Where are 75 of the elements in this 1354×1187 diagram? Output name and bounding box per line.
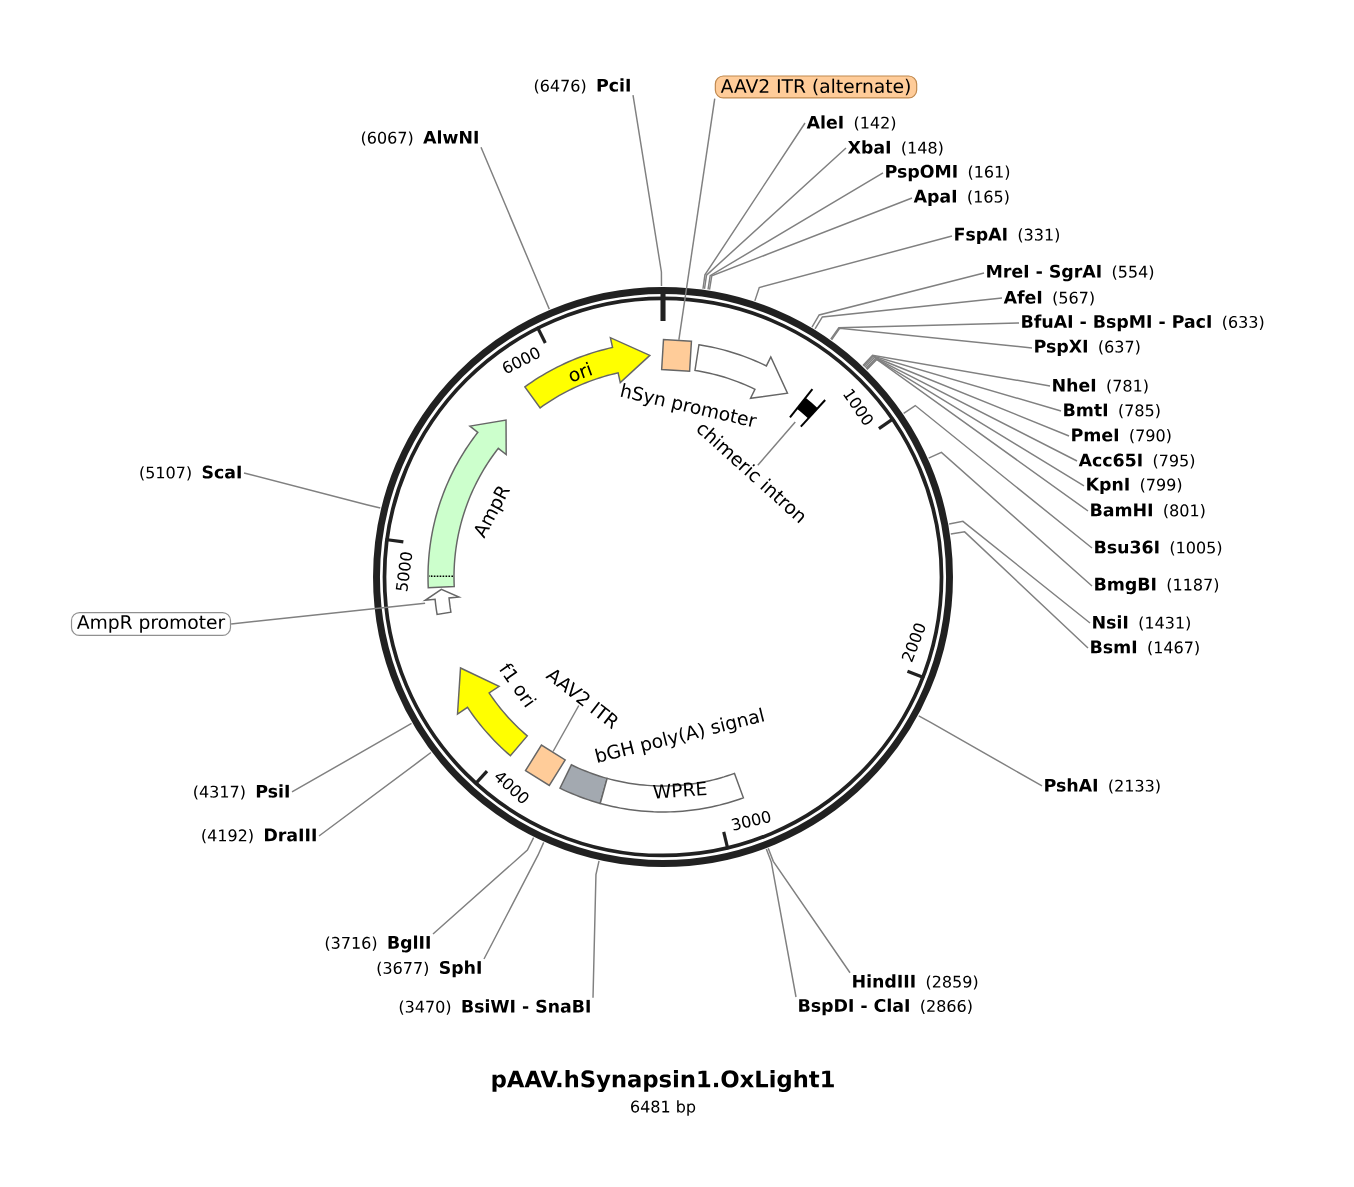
leader-line: [707, 172, 884, 291]
leader-line: [757, 421, 796, 467]
leader-line: [864, 356, 1070, 437]
site-label: PspOMI (161): [886, 164, 1010, 182]
leader-line: [865, 358, 1085, 487]
leader-line: [703, 147, 847, 290]
feature-box: [660, 338, 693, 372]
leader-line: [927, 451, 1093, 587]
site-label: (3677) SphI: [377, 960, 481, 978]
leader-line: [243, 472, 382, 509]
site-label: (3716) BglII: [325, 935, 430, 953]
site-label: (4192) DraIII: [202, 828, 316, 844]
leader-line: [767, 847, 851, 974]
leader-line: [291, 722, 413, 793]
site-label: BmtI (785): [1064, 403, 1160, 419]
site-label: HindIII (2859): [853, 974, 978, 990]
leader-line: [948, 520, 1091, 624]
leader-line: [708, 197, 913, 291]
site-label: Acc65I (795): [1078, 453, 1195, 469]
leader-line: [814, 297, 1003, 330]
leader-line: [830, 327, 1033, 349]
tick-label: 2000: [901, 623, 926, 663]
site-label: PmeI (790): [1072, 428, 1171, 444]
site-label: XbaI (148): [847, 140, 943, 156]
site-label: BmgBI (1187): [1095, 577, 1219, 595]
feature-bar: [789, 388, 827, 428]
site-label: AleI (142): [806, 115, 896, 131]
site-label: PspXI (637): [1035, 339, 1140, 357]
site-label: BamHI (801): [1091, 503, 1205, 519]
site-label: AfeI (567): [1003, 290, 1094, 306]
site-label: (4317) PsiI: [194, 784, 289, 800]
leader-line: [950, 531, 1089, 649]
leader-line: [811, 272, 985, 328]
site-label: (3470) BsiWI - SnaBI: [399, 999, 590, 1015]
site-label: PshAI (2133): [1045, 778, 1160, 794]
leader-line: [592, 860, 600, 999]
feature-shape: [422, 588, 462, 616]
label-box: AmpR promoter: [70, 611, 232, 636]
leader-line: [632, 94, 663, 287]
leader-line: [918, 715, 1043, 787]
site-label: (6476) PciI: [534, 78, 630, 94]
leader-line: [862, 355, 1062, 412]
leader-line: [480, 146, 551, 310]
site-label: (5107) ScaI: [140, 465, 241, 481]
title: pAAV.hSynapsin1.OxLight1: [492, 1069, 834, 1093]
leader-line: [902, 404, 1093, 549]
site-label: BfuAI - BspMI - PacI (633): [1022, 314, 1264, 332]
leader-line: [765, 848, 797, 998]
leader-line: [552, 704, 580, 753]
site-label: KpnI (799): [1087, 477, 1182, 495]
site-label: NheI (781): [1053, 378, 1148, 394]
site-label: BspDI - ClaI (2866): [799, 998, 972, 1016]
site-label: (6067) AlwNI: [361, 130, 478, 146]
site-label: ApaI (165): [913, 189, 1009, 207]
label-box: AAV2 ITR (alternate): [714, 75, 918, 99]
leader-line: [702, 122, 806, 290]
leader-line: [678, 97, 716, 341]
leader-line: [230, 602, 426, 625]
feature-box: WPRE: [599, 772, 745, 813]
site-label: NsiI (1431): [1093, 615, 1190, 631]
leader-line: [862, 354, 1051, 387]
leader-line: [866, 358, 1089, 512]
leader-line: [483, 841, 545, 960]
caption: 6481 bp: [631, 1100, 696, 1116]
site-label: FspAI (331): [955, 227, 1059, 245]
leader-line: [830, 322, 1020, 340]
tick-label: 5000: [395, 552, 413, 592]
site-label: Bsu36I (1005): [1095, 540, 1222, 556]
leader-line: [754, 235, 953, 302]
leader-line: [432, 836, 535, 935]
site-label: MreI - SgrAI (554): [987, 264, 1154, 282]
tick-label: 3000: [731, 810, 771, 831]
site-label: BsmI (1467): [1091, 640, 1199, 656]
leader-line: [865, 357, 1078, 462]
leader-line: [318, 751, 432, 837]
